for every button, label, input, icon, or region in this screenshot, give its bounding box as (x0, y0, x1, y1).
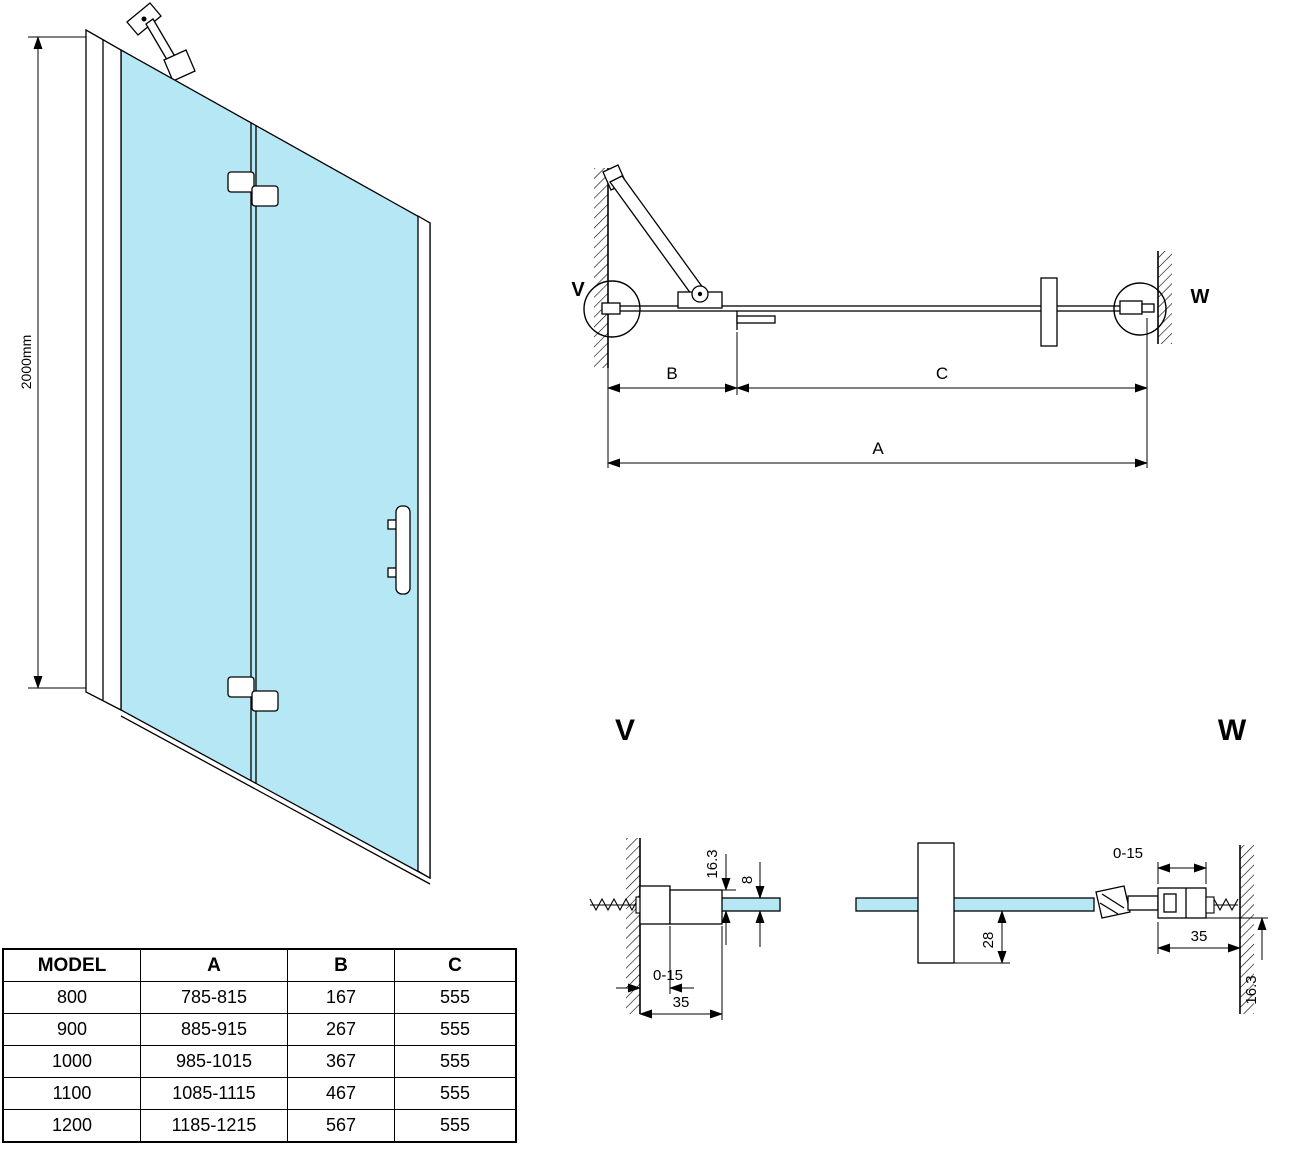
dim-b-label: B (666, 364, 677, 383)
detail-w-dim-163-label: 16.3 (1243, 975, 1260, 1004)
cell-a: 1085-1115 (140, 1077, 288, 1110)
dim-a-label: A (872, 439, 884, 458)
front-view: 2000mm (18, 2, 431, 885)
door-glass (120, 48, 431, 880)
detail-w-seal-profile (917, 842, 955, 964)
detail-v-dim-8: 8 (739, 862, 765, 947)
cell-b: 467 (287, 1077, 395, 1110)
plan-swing-arm (602, 164, 723, 309)
detail-circle-w (1113, 282, 1167, 336)
plan-dimensions: B C A (607, 318, 1148, 468)
right-edge-profile (417, 214, 431, 880)
cell-b: 567 (287, 1109, 395, 1143)
size-table: MODEL A B C 800 785-815 167 555 900 885-… (2, 948, 517, 1143)
cell-b: 267 (287, 1013, 395, 1046)
cell-c: 555 (394, 1045, 517, 1078)
hinge-top (227, 171, 279, 207)
dimension-height-2000: 2000mm (18, 36, 95, 689)
col-header-c: C (394, 948, 517, 982)
hinge-bottom (227, 676, 279, 712)
cell-model: 800 (2, 981, 141, 1014)
detail-w-hinge (1095, 885, 1159, 919)
detail-v-screw (589, 896, 645, 914)
left-wall-profile (85, 28, 122, 712)
detail-v-wall-profile (639, 885, 671, 925)
detail-v-clamp (669, 889, 723, 925)
rod-clamp (163, 49, 196, 82)
cell-model: 1200 (2, 1109, 141, 1143)
cell-c: 555 (394, 981, 517, 1014)
cell-c: 555 (394, 1013, 517, 1046)
detail-circle-v (583, 280, 641, 338)
height-dim-label: 2000mm (18, 335, 34, 389)
cell-model: 900 (2, 1013, 141, 1046)
detail-v-title: V (615, 714, 635, 747)
table-row: 1100 1085-1115 467 555 (2, 1077, 517, 1110)
detail-w-glass (855, 897, 1095, 912)
col-header-b: B (287, 948, 395, 982)
cell-a: 785-815 (140, 981, 288, 1014)
detail-w-title: W (1218, 714, 1247, 747)
cell-a: 885-915 (140, 1013, 288, 1046)
cell-a: 985-1015 (140, 1045, 288, 1078)
cell-c: 555 (394, 1077, 517, 1110)
detail-w-wall-bracket (1157, 887, 1207, 919)
table-row: 900 885-915 267 555 (2, 1013, 517, 1046)
detail-v-dim-163-label: 16.3 (704, 849, 721, 878)
detail-w-dim-35: 35 (1157, 922, 1241, 954)
plan-left-plate (601, 302, 621, 315)
detail-marker-w: W (1191, 286, 1210, 308)
table-row: 1000 985-1015 367 555 (2, 1045, 517, 1078)
wall-bracket (126, 2, 196, 82)
dim-c-label: C (936, 364, 948, 383)
detail-w-dim-28-label: 28 (980, 932, 997, 949)
plan-wall-right (1157, 251, 1172, 344)
detail-w-dim-015-label: 0-15 (1113, 845, 1143, 862)
detail-v-dim-015-label: 0-15 (653, 967, 683, 984)
detail-v: V 16.3 8 (589, 714, 781, 1020)
panel-fold-line (250, 123, 257, 784)
cell-model: 1000 (2, 1045, 141, 1078)
cell-model: 1100 (2, 1077, 141, 1110)
plan-pivot-bracket (736, 311, 776, 330)
detail-v-dim-35: 35 (639, 926, 723, 1020)
plan-wall-left (594, 168, 609, 368)
detail-w-dim-35-label: 35 (1191, 928, 1208, 945)
plan-fixed-profile (1040, 277, 1058, 347)
cell-c: 555 (394, 1109, 517, 1143)
detail-w-dim-163: 16.3 (1206, 917, 1268, 1005)
detail-w-dim-28: 28 (954, 910, 1010, 964)
detail-w-screw (1205, 896, 1239, 914)
table-row: 800 785-815 167 555 (2, 981, 517, 1014)
table-header-row: MODEL A B C (2, 948, 517, 982)
plan-right-hinge (1119, 300, 1155, 315)
cell-b: 367 (287, 1045, 395, 1078)
plan-view: V W B C A (571, 164, 1210, 468)
cell-a: 1185-1215 (140, 1109, 288, 1143)
door-handle (387, 505, 411, 595)
col-header-model: MODEL (2, 948, 141, 982)
bottom-threshold (120, 715, 431, 885)
detail-w-wall (1239, 845, 1254, 1014)
detail-w-dim-015: 0-15 (1113, 845, 1207, 884)
detail-v-dim-015: 0-15 (616, 926, 694, 994)
detail-v-dim-35-label: 35 (673, 994, 690, 1011)
detail-w: W (855, 714, 1268, 1014)
cell-b: 167 (287, 981, 395, 1014)
col-header-a: A (140, 948, 288, 982)
detail-v-dim-8-label: 8 (739, 876, 756, 884)
detail-v-dim-163: 16.3 (704, 849, 780, 945)
table-row: 1200 1185-1215 567 555 (2, 1109, 517, 1143)
detail-marker-v: V (571, 279, 585, 301)
